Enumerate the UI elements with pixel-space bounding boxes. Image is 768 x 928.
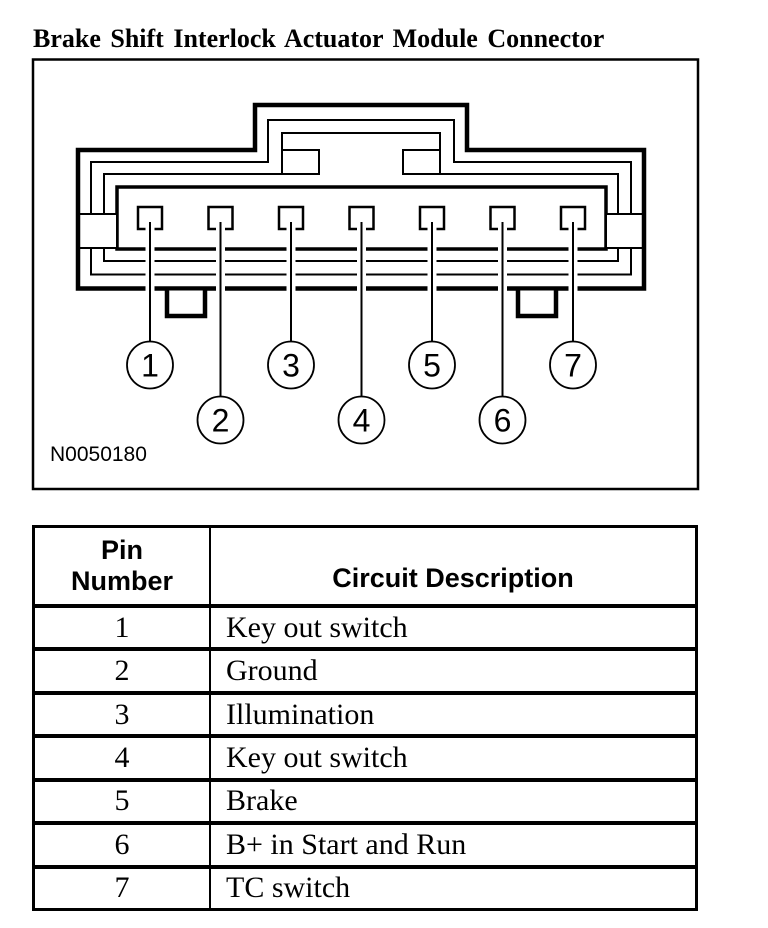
table-row-2-desc: Ground xyxy=(209,647,695,691)
latch-detail-left xyxy=(281,149,320,175)
header-pin-number: Pin Number xyxy=(70,534,173,596)
mounting-leg-left xyxy=(164,290,208,319)
connector-diagram: 1 3 5 7 2 4 6 N0050180 xyxy=(31,58,700,491)
table-row-1-pin: 1 xyxy=(35,604,209,647)
latch-detail-right xyxy=(402,149,441,175)
pin-callout-5: 5 xyxy=(423,348,441,384)
figure-id: N0050180 xyxy=(50,443,147,466)
table-row-7-desc: TC switch xyxy=(209,864,695,908)
header-circuit-description: Circuit Description xyxy=(209,528,695,604)
table-row-7-pin: 7 xyxy=(35,864,209,908)
table-row-6-pin: 6 xyxy=(35,821,209,864)
side-tab-left xyxy=(77,213,118,249)
pin-callout-3: 3 xyxy=(282,348,300,384)
mounting-leg-right xyxy=(515,290,559,319)
pin-callout-6: 6 xyxy=(494,403,512,439)
pin-callouts: 1 3 5 7 2 4 6 xyxy=(126,340,597,445)
table-row-1-desc: Key out switch xyxy=(209,604,695,648)
pin-callout-2: 2 xyxy=(212,403,230,439)
table-row-4-pin: 4 xyxy=(35,734,209,777)
table-row-3-desc: Illumination xyxy=(209,690,695,735)
connector-outline xyxy=(75,102,647,291)
pin-callout-7: 7 xyxy=(564,348,582,384)
pin-callout-4: 4 xyxy=(353,403,371,439)
table-row-5-pin: 5 xyxy=(35,777,209,821)
table-row-3-pin: 3 xyxy=(35,690,209,734)
diagram-frame xyxy=(31,58,700,491)
page-title: Brake Shift Interlock Actuator Module Co… xyxy=(33,24,605,53)
table-row-4-desc: Key out switch xyxy=(209,734,695,778)
table-row-6-desc: B+ in Start and Run xyxy=(209,821,695,865)
table-row-5-desc: Brake xyxy=(209,777,695,822)
pin-callout-1: 1 xyxy=(141,348,159,384)
table-row-2-pin: 2 xyxy=(35,647,209,690)
pin-description-table: Pin Number Circuit Description 1 Key out… xyxy=(32,525,698,911)
pin-leader-lines xyxy=(149,222,574,399)
side-tab-right xyxy=(605,213,645,249)
